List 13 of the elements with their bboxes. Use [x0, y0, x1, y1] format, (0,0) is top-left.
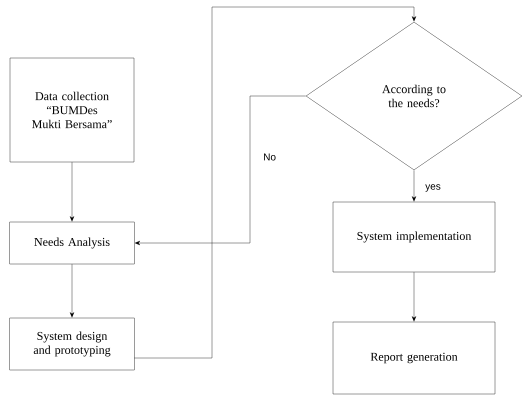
process-box: Report generation	[332, 322, 496, 394]
edge-label: yes	[424, 183, 442, 193]
process-box: System design and prototyping	[9, 318, 135, 370]
process-box: Needs Analysis	[9, 222, 135, 264]
arrow	[412, 272, 416, 322]
arrow	[412, 170, 416, 202]
arrow	[134, 6, 416, 358]
edge-label: No	[262, 152, 277, 162]
arrow	[70, 162, 74, 222]
arrow	[134, 96, 306, 246]
arrow	[70, 264, 74, 318]
process-box: Data collection “BUMDes Mukti Bersama”	[10, 58, 134, 162]
process-box: System implementation	[332, 202, 496, 272]
